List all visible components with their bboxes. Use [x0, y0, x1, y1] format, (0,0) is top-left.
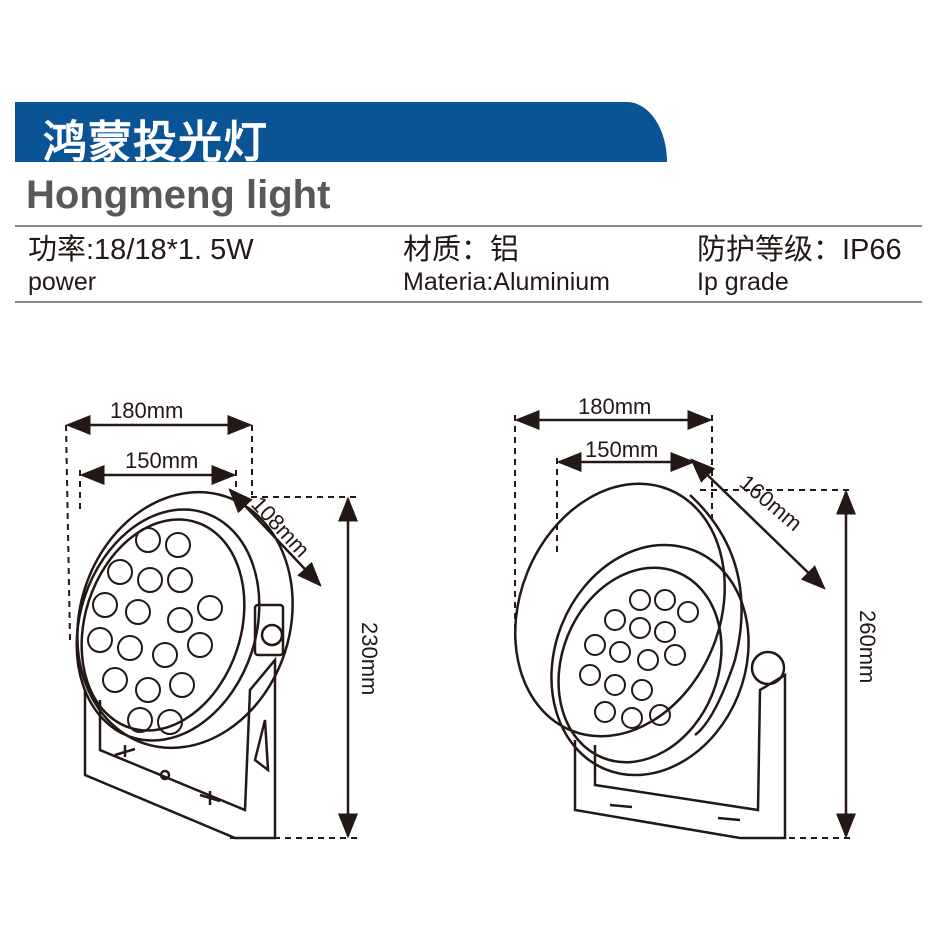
spec-ip: 防护等级：IP66 Ip grade: [697, 232, 902, 296]
left-width-outer-label: 180mm: [110, 398, 183, 423]
right-height-label: 260mm: [855, 610, 880, 683]
spec-ip-value: 防护等级：IP66: [697, 234, 902, 266]
spec-ip-label: Ip grade: [697, 268, 789, 296]
product-title-en: Hongmeng light: [26, 173, 331, 217]
spec-power-value: 功率:18/18*1. 5W: [28, 234, 254, 266]
left-depth-label: 108mm: [246, 491, 314, 562]
left-width-inner-label: 150mm: [125, 448, 198, 473]
title-banner: 鸿蒙投光灯: [15, 102, 667, 168]
right-depth-label: 160mm: [735, 470, 807, 536]
right-lamp-drawing: [514, 410, 856, 840]
left-height-label: 230mm: [357, 622, 382, 695]
divider-top: [15, 225, 922, 227]
left-lamp-drawing: [65, 415, 360, 840]
product-title-cn: 鸿蒙投光灯: [43, 117, 268, 168]
spec-material-value: 材质：铝: [403, 234, 520, 266]
spec-power-label: power: [28, 268, 97, 296]
divider-bottom: [15, 301, 922, 303]
spec-power: 功率:18/18*1. 5W power: [28, 232, 254, 296]
spec-material: 材质：铝 Materia:Aluminium: [403, 232, 610, 296]
spec-material-label: Materia:Aluminium: [403, 268, 611, 296]
right-width-inner-label: 150mm: [585, 437, 658, 462]
right-width-outer-label: 180mm: [578, 394, 651, 419]
